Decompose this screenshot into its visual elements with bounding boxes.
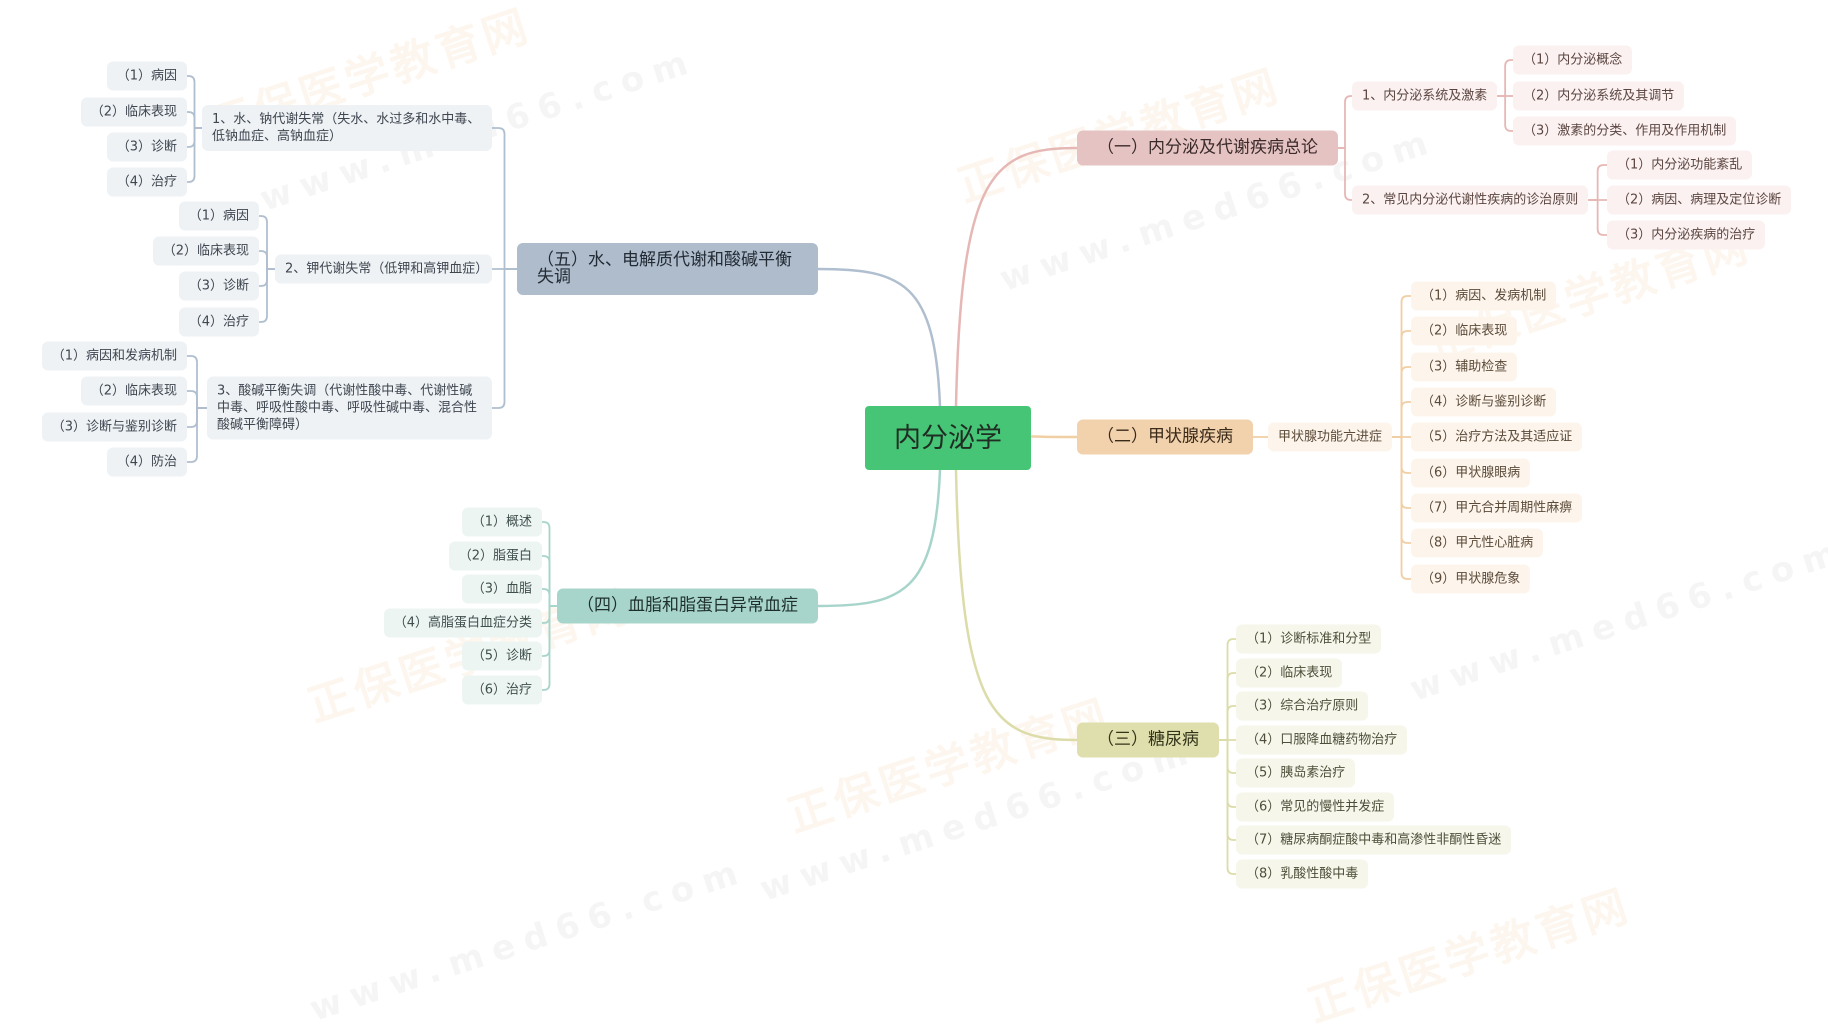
leaf-node[interactable]: （1）概述 xyxy=(461,507,542,537)
leaf-node[interactable]: （5）诊断 xyxy=(461,641,542,671)
leaf-node[interactable]: （3）激素的分类、作用及作用机制 xyxy=(1513,116,1737,146)
connector-line xyxy=(259,215,275,270)
subtopic-acid-base[interactable]: 3、酸碱平衡失调（代谢性酸中毒、代谢性碱中毒、呼吸性酸中毒、呼吸性碱中毒、混合性… xyxy=(207,376,492,440)
leaf-node[interactable]: （3）血脂 xyxy=(461,574,542,604)
leaf-node[interactable]: （2）临床表现 xyxy=(152,236,259,266)
connector-line xyxy=(1497,59,1513,97)
leaf-node[interactable]: （3）诊断 xyxy=(106,132,187,162)
leaf-node[interactable]: （7）甲亢合并周期性麻痹 xyxy=(1411,493,1583,523)
leaf-node[interactable]: （1）病因和发病机制 xyxy=(41,341,187,371)
connector-line xyxy=(1588,164,1607,201)
connector-line xyxy=(187,127,202,183)
leaf-node[interactable]: （1）诊断标准和分型 xyxy=(1236,624,1382,654)
leaf-node[interactable]: （1）内分泌概念 xyxy=(1513,45,1633,75)
connector-line xyxy=(817,469,942,608)
leaf-node[interactable]: （2）病因、病理及定位诊断 xyxy=(1607,185,1792,215)
connector-line xyxy=(492,127,517,270)
connector-line xyxy=(817,267,942,407)
leaf-node[interactable]: （5）胰岛素治疗 xyxy=(1236,758,1356,788)
leaf-node[interactable]: （9）甲状腺危象 xyxy=(1411,564,1531,594)
connector-line xyxy=(542,521,557,607)
leaf-node[interactable]: （6）常见的慢性并发症 xyxy=(1236,792,1395,822)
subtopic-potassium[interactable]: 2、钾代谢失常（低钾和高钾血症） xyxy=(275,254,492,284)
subtopic-hyperthyroidism[interactable]: 甲状腺功能亢进症 xyxy=(1268,422,1393,452)
connector-line xyxy=(187,407,207,463)
connector-line xyxy=(542,605,557,691)
leaf-node[interactable]: （4）高脂蛋白血症分类 xyxy=(383,608,542,638)
connector-line xyxy=(187,75,202,129)
branch-thyroid[interactable]: （二）甲状腺疾病 xyxy=(1077,419,1253,455)
branch-lipid-disorders[interactable]: （四）血脂和脂蛋白异常血症 xyxy=(557,588,818,624)
leaf-node[interactable]: （4）诊断与鉴别诊断 xyxy=(1411,387,1557,417)
leaf-node[interactable]: （6）甲状腺眼病 xyxy=(1411,458,1531,488)
branch-diabetes[interactable]: （三）糖尿病 xyxy=(1077,722,1219,758)
leaf-node[interactable]: （8）乳酸性酸中毒 xyxy=(1236,859,1369,889)
leaf-node[interactable]: （3）内分泌疾病的治疗 xyxy=(1607,220,1766,250)
connector-line xyxy=(1219,705,1236,741)
leaf-node[interactable]: （7）糖尿病酮症酸中毒和高渗性非酮性昏迷 xyxy=(1236,825,1512,855)
leaf-node[interactable]: （2）临床表现 xyxy=(1236,658,1343,688)
leaf-node[interactable]: （1）病因 xyxy=(106,61,187,91)
connector-line xyxy=(1392,330,1411,438)
connector-line xyxy=(259,268,275,323)
leaf-node[interactable]: （1）病因、发病机制 xyxy=(1411,281,1557,311)
leaf-node[interactable]: （3）综合治疗原则 xyxy=(1236,691,1369,721)
leaf-node[interactable]: （2）脂蛋白 xyxy=(448,541,542,571)
connector-line xyxy=(1338,147,1352,201)
connector-line xyxy=(542,555,557,607)
connector-line xyxy=(1497,95,1513,132)
connector-line xyxy=(187,111,202,129)
leaf-node[interactable]: （6）治疗 xyxy=(461,675,542,705)
leaf-node[interactable]: （2）临床表现 xyxy=(80,97,187,127)
leaf-node[interactable]: （4）治疗 xyxy=(106,167,187,197)
subtopic-diagnosis-principles[interactable]: 2、常见内分泌代谢性疾病的诊治原则 xyxy=(1352,185,1589,215)
connector-lines xyxy=(187,59,1607,875)
connector-line xyxy=(1338,95,1352,149)
leaf-node[interactable]: （4）防治 xyxy=(106,447,187,477)
connector-line xyxy=(954,146,1078,407)
connector-line xyxy=(1392,401,1411,438)
connector-line xyxy=(187,355,207,409)
leaf-node[interactable]: （3）诊断与鉴别诊断 xyxy=(41,412,187,442)
connector-line xyxy=(954,469,1078,742)
connector-line xyxy=(492,268,517,409)
subtopic-water-sodium[interactable]: 1、水、钠代谢失常（失水、水过多和水中毒、低钠血症、高钠血症） xyxy=(202,105,492,151)
leaf-node[interactable]: （1）病因 xyxy=(178,201,259,231)
leaf-node[interactable]: （3）辅助检查 xyxy=(1411,352,1518,382)
leaf-node[interactable]: （2）临床表现 xyxy=(1411,316,1518,346)
leaf-node[interactable]: （4）治疗 xyxy=(178,307,259,337)
connector-line xyxy=(1219,672,1236,741)
branch-electrolyte-acid-base[interactable]: （五）水、电解质代谢和酸碱平衡失调 xyxy=(517,243,818,295)
connector-line xyxy=(542,588,557,607)
connector-line xyxy=(259,250,275,270)
leaf-node[interactable]: （2）临床表现 xyxy=(80,376,187,406)
connector-line xyxy=(1392,366,1411,438)
connector-line xyxy=(1219,638,1236,741)
connector-line xyxy=(1588,199,1607,236)
leaf-node[interactable]: （8）甲亢性心脏病 xyxy=(1411,528,1544,558)
leaf-node[interactable]: （2）内分泌系统及其调节 xyxy=(1513,81,1685,111)
connector-line xyxy=(187,390,207,409)
leaf-node[interactable]: （5）治疗方法及其适应证 xyxy=(1411,422,1583,452)
branch-endocrine-overview[interactable]: （一）内分泌及代谢疾病总论 xyxy=(1077,130,1338,166)
connector-line xyxy=(1219,739,1236,875)
leaf-node[interactable]: （1）内分泌功能紊乱 xyxy=(1607,150,1753,180)
connector-line xyxy=(1392,436,1411,580)
leaf-node[interactable]: （3）诊断 xyxy=(178,271,259,301)
leaf-node[interactable]: （4）口服降血糖药物治疗 xyxy=(1236,725,1408,755)
root-topic[interactable]: 内分泌学 xyxy=(865,406,1031,470)
connector-line xyxy=(1392,295,1411,438)
subtopic-endocrine-system[interactable]: 1、内分泌系统及激素 xyxy=(1352,81,1498,111)
